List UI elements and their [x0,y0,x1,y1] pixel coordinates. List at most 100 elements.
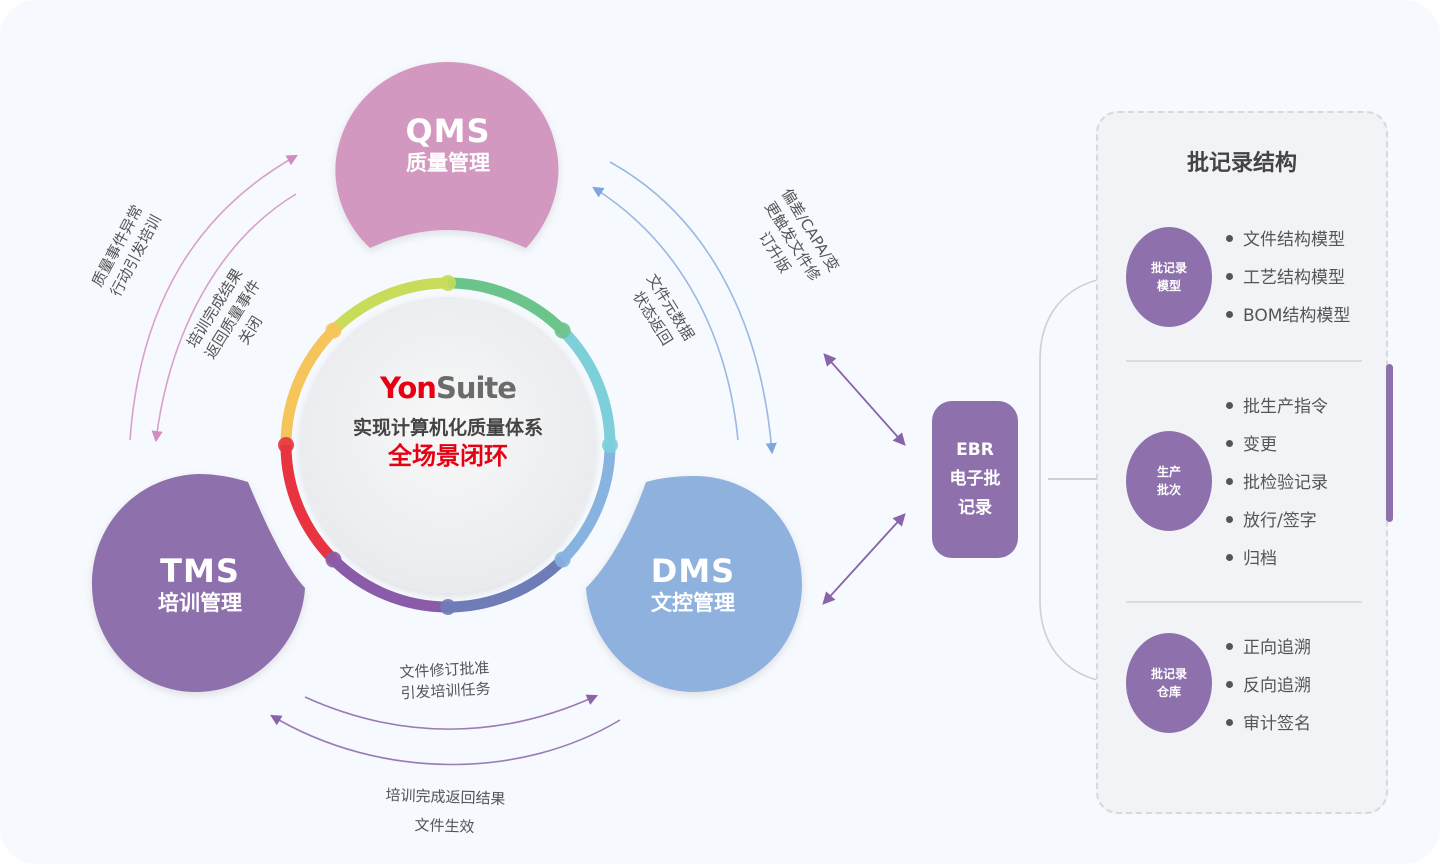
bullet-icon [1226,478,1233,485]
item-text: 工艺结构模型 [1243,268,1345,288]
bullet-icon [1226,273,1233,280]
qms-label: QMS 质量管理 [378,112,518,176]
ring-segment [558,326,616,446]
ebr-line: 电子批 [949,469,1001,489]
ebr-node[interactable]: EBR 电子批 记录 [932,401,1018,558]
ring-joint-dot [440,275,456,291]
label-tms-to-dms: 培训完成返回结果 文件生效 [359,780,531,844]
section-circle-batch[interactable]: 生产 批次 [1126,431,1212,531]
list-item: 放行/签字 [1226,502,1328,540]
section-list-model: 文件结构模型 工艺结构模型 BOM结构模型 [1226,221,1350,335]
color-ring [278,275,618,615]
label-line: 培训完成返回结果 [385,785,506,809]
ring-segment [280,444,338,564]
ring-segment [280,326,338,446]
list-item: BOM结构模型 [1226,297,1350,335]
item-text: 变更 [1243,435,1277,455]
bullet-icon [1226,440,1233,447]
tms-name: 培训管理 [158,591,242,615]
list-item: 工艺结构模型 [1226,259,1350,297]
center-content: YonSuite 实现计算机化质量体系 全场景闭环 [318,370,578,472]
qms-blob[interactable] [335,62,559,248]
section-label: 批记录 [1150,667,1187,681]
list-item: 反向追溯 [1226,667,1311,705]
tms-code: TMS [160,552,240,590]
list-item: 审计签名 [1226,705,1311,743]
arrow-tms-to-qms [151,193,297,443]
ring-joint-dot [602,437,618,453]
dms-label: DMS 文控管理 [623,552,763,616]
list-item: 归档 [1226,540,1328,578]
logo-yon: Yon [380,371,437,405]
yonsuite-logo: YonSuite [318,370,578,406]
section-circle-warehouse[interactable]: 批记录 仓库 [1126,633,1212,733]
ring-joint-dot [440,599,456,615]
panel-title: 批记录结构 [1186,151,1297,176]
tms-label: TMS 培训管理 [130,552,270,616]
bullet-icon [1226,681,1233,688]
section-divider [1126,360,1362,362]
qms-code: QMS [405,112,491,150]
batch-record-panel: 批记录结构 批记录 模型 文件结构模型 工艺结构模型 BOM结构模型 生产 批次… [1096,111,1388,814]
list-item: 变更 [1226,426,1328,464]
ring-segment [329,555,449,613]
ebr-line: 记录 [958,498,992,518]
arrow-qms-ebr [823,353,906,446]
list-item: 正向追溯 [1226,629,1311,667]
item-text: 批生产指令 [1243,397,1328,417]
ring-joint-dot [554,551,571,568]
arrow-qms-to-tms [129,154,298,441]
tms-blob[interactable] [92,474,305,693]
label-line: 文件生效 [414,815,475,837]
panel-scrollbar[interactable] [1386,364,1393,522]
section-list-batch: 批生产指令 变更 批检验记录 放行/签字 归档 [1226,388,1328,578]
center-highlight: 全场景闭环 [388,442,508,470]
qms-name: 质量管理 [406,151,490,175]
center-subtitle: 实现计算机化质量体系 [352,417,543,439]
section-circle-model[interactable]: 批记录 模型 [1126,227,1212,327]
bullet-icon [1226,643,1233,650]
section-label: 生产 [1156,465,1181,479]
section-label: 仓库 [1156,685,1181,699]
item-text: 批检验记录 [1243,473,1328,493]
bracket-connector [1039,276,1113,684]
logo-suite: Suite [435,371,517,405]
center-disc [300,297,596,593]
item-text: 放行/签字 [1243,511,1317,531]
arrow-dms-ebr [822,513,906,605]
list-item: 文件结构模型 [1226,221,1350,259]
list-item: 批生产指令 [1226,388,1328,426]
ring-segment [447,555,567,613]
item-text: 文件结构模型 [1243,230,1345,250]
ring-segment [329,277,449,335]
arrow-dms-to-qms [592,186,739,441]
bullet-icon [1226,516,1233,523]
section-divider [1126,601,1362,603]
item-text: 反向追溯 [1243,676,1311,696]
bullet-icon [1226,311,1233,318]
section-list-warehouse: 正向追溯 反向追溯 审计签名 [1226,629,1311,743]
ring-joint-dot [325,322,342,339]
item-text: 归档 [1243,549,1277,569]
section-label: 模型 [1156,279,1181,293]
item-text: 正向追溯 [1243,638,1311,658]
ring-joint-dot [554,322,571,339]
section-label: 批次 [1156,483,1181,497]
bullet-icon [1226,235,1233,242]
bullet-icon [1226,402,1233,409]
arrow-qms-to-dms [609,161,777,455]
dms-name: 文控管理 [651,591,735,615]
bullet-icon [1226,554,1233,561]
bullet-icon [1226,719,1233,726]
ring-segment [447,277,567,335]
section-label: 批记录 [1150,261,1187,275]
ring-segment [558,444,616,564]
arrow-tms-to-dms [270,714,621,766]
dms-code: DMS [650,552,736,590]
ring-joint-dot [325,551,342,568]
ebr-line: EBR [956,440,994,460]
list-item: 批检验记录 [1226,464,1328,502]
dms-blob[interactable] [586,476,802,692]
